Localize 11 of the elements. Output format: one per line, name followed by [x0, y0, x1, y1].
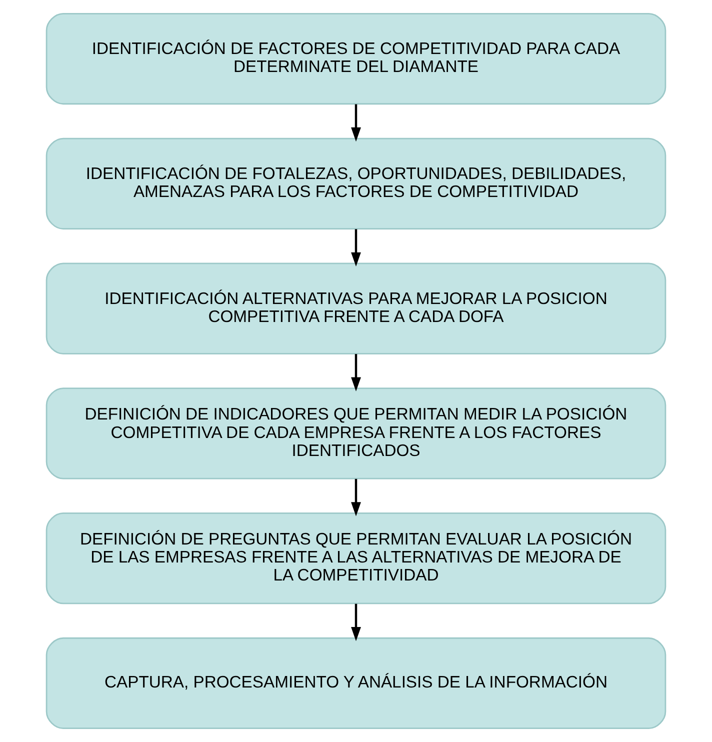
node-box: IDENTIFICACIÓN ALTERNATIVAS PARA MEJORAR LA POSICION COMPETITIVA FRENTE A CADA DOFA [46, 262, 666, 354]
node-box: DEFINICIÓN DE INDICADORES QUE PERMITAN MEDIR LA POSICIÓN COMPETITIVA DE CADA EMPRESA FRENTE A LOS FACTORES IDENTIFICADOS [46, 388, 666, 480]
arrow [351, 229, 361, 267]
arrow [351, 604, 361, 642]
arrow [351, 478, 361, 516]
node-box: IDENTIFICACIÓN DE FOTALEZAS, OPORTUNIDADES, DEBILIDADES, AMENAZAS PARA LOS FACTORES DE COMPETITIVIDAD [46, 138, 666, 230]
arrow [351, 104, 361, 142]
arrow [351, 354, 361, 392]
node-box: DEFINICIÓN DE PREGUNTAS QUE PERMITAN EVALUAR LA POSICIÓN DE LAS EMPRESAS FRENTE A LAS ALTERNATIVAS DE MEJORA DE LA COMPETITIVIDAD [46, 512, 666, 604]
node-box: IDENTIFICACIÓN DE FACTORES DE COMPETITIVIDAD PARA CADA DETERMINATE DEL DIAMANTE [46, 12, 666, 105]
node-box: CAPTURA, PROCESAMIENTO Y ANÁLISIS DE LA INFORMACIÓN [46, 637, 666, 730]
